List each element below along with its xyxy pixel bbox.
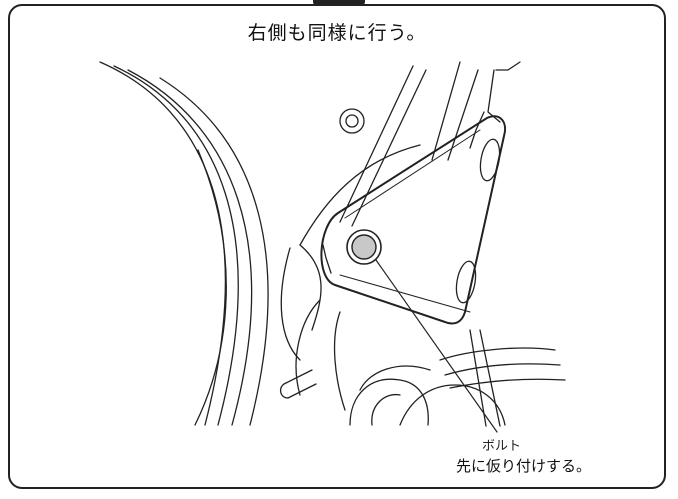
callout-part-name: ボルト [482, 439, 522, 454]
frame-tubes [339, 61, 521, 427]
wheel-rim-lines [99, 61, 269, 426]
housing-body [280, 144, 421, 361]
callout-leader-line [375, 259, 498, 433]
instruction-panel: 右側も同様に行う。 [8, 4, 666, 489]
ring-part [339, 108, 365, 134]
callout-instruction: 先に仮り付けする。 [456, 457, 592, 475]
step-title: 右側も同様に行う。 [247, 22, 427, 44]
lower-mechanism [279, 299, 566, 426]
bracket-plate [320, 115, 506, 325]
top-tab-marker [313, 0, 365, 5]
bolt-head [322, 229, 382, 274]
